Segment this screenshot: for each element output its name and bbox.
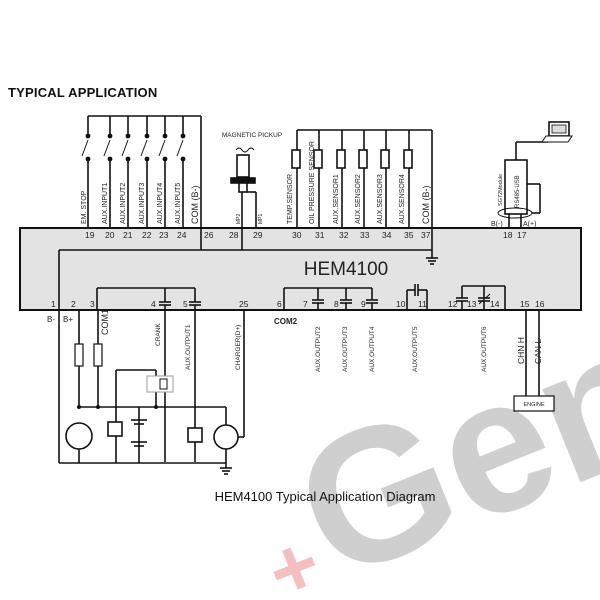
label-aux-input4: AUX.INPUT4 (157, 183, 164, 224)
module-name: HEM4100 (304, 259, 389, 280)
label-em-stop: EM. STOP (81, 190, 88, 224)
terminal-3: 3 (90, 299, 95, 309)
terminal-7: 7 (303, 299, 308, 309)
terminal-14: 14 (490, 299, 500, 309)
label-com-b-minus-2: COM (B-) (421, 186, 431, 225)
terminal-6: 6 (277, 299, 282, 309)
terminal-30: 30 (292, 230, 302, 240)
engine-label: ENGINE (523, 402, 544, 408)
terminal-8: 8 (334, 299, 339, 309)
label-aux-input2: AUX.INPUT2 (120, 183, 127, 224)
terminal-19: 19 (85, 230, 95, 240)
terminal-33: 33 (360, 230, 370, 240)
diagram-caption: HEM4100 Typical Application Diagram (214, 489, 436, 504)
laptop-icon (541, 121, 573, 143)
terminal-16: 16 (535, 299, 545, 309)
terminal-22: 22 (142, 230, 152, 240)
terminal-17: 17 (517, 230, 527, 240)
label-aux-output2: AUX.OUTPUT2 (315, 326, 322, 372)
input-switches (81, 116, 184, 228)
terminal-35: 35 (404, 230, 414, 240)
label-aux-sensor2: AUX.SENSOR2 (355, 174, 362, 224)
comm-module (497, 136, 549, 228)
label-a-plus-rs485: A(+) (523, 221, 536, 228)
terminal-34: 34 (382, 230, 392, 240)
label-b-minus: B- (47, 315, 55, 324)
terminal-1: 1 (51, 299, 56, 309)
label-aux-input1: AUX.INPUT1 (102, 183, 109, 224)
label-oil-pressure: OIL PRESSURE SENSOR (309, 141, 316, 224)
label-aux-sensor1: AUX.SENSOR1 (333, 174, 340, 224)
sg72-module-label: SG72Module (498, 174, 504, 206)
terminal-13: 13 (467, 299, 477, 309)
label-aux-output3: AUX.OUTPUT3 (342, 326, 349, 372)
terminal-26: 26 (204, 230, 214, 240)
label-aux-output6: AUX.OUTPUT6 (481, 326, 488, 372)
label-com1: COM1 (100, 309, 110, 335)
sensors (291, 130, 413, 228)
label-aux-sensor4: AUX.SENSOR4 (399, 174, 406, 224)
terminal-25: 25 (239, 299, 249, 309)
label-b-minus-rs485: B(-) (491, 221, 503, 228)
terminal-24: 24 (177, 230, 187, 240)
engine-box (513, 395, 555, 412)
label-com2: COM2 (274, 317, 298, 326)
label-aux-output1: AUX.OUTPUT1 (185, 324, 192, 370)
module-box (19, 227, 582, 311)
label-aux-output5: AUX.OUTPUT5 (412, 326, 419, 372)
terminal-31: 31 (315, 230, 325, 240)
label-mp2: MP2 (236, 214, 242, 225)
label-b-plus: B+ (63, 315, 73, 324)
terminal-10: 10 (396, 299, 406, 309)
label-aux-sensor3: AUX.SENSOR3 (377, 174, 384, 224)
magnetic-pickup-label: MAGNETIC PICKUP (222, 132, 282, 139)
label-aux-input3: AUX.INPUT3 (139, 183, 146, 224)
terminal-2: 2 (71, 299, 76, 309)
terminal-28: 28 (229, 230, 239, 240)
terminal-29: 29 (253, 230, 263, 240)
terminal-15: 15 (520, 299, 530, 309)
label-mp1: MP1 (258, 214, 264, 225)
terminal-20: 20 (105, 230, 115, 240)
label-aux-input5: AUX.INPUT5 (175, 183, 182, 224)
label-com-b-minus-1: COM (B-) (190, 186, 200, 225)
terminal-5: 5 (183, 299, 188, 309)
terminal-12: 12 (448, 299, 458, 309)
label-temp-sensor: TEMP.SENSOR (287, 174, 294, 224)
terminal-4: 4 (151, 299, 156, 309)
terminal-23: 23 (159, 230, 169, 240)
magnetic-pickup (230, 147, 257, 228)
label-crank: CRANK (155, 323, 162, 346)
label-aux-output4: AUX.OUTPUT4 (369, 326, 376, 372)
terminal-21: 21 (123, 230, 133, 240)
label-charger: CHARGER(D+) (235, 325, 242, 370)
label-can-l: CAN L (533, 339, 543, 364)
label-chn-h: CHN H (516, 337, 526, 364)
rs485-usb-label: RS485-USB (515, 175, 521, 208)
terminal-11: 11 (418, 299, 427, 309)
terminal-37: 37 (421, 230, 431, 240)
terminal-32: 32 (339, 230, 349, 240)
terminal-18: 18 (503, 230, 513, 240)
terminal-9: 9 (361, 299, 366, 309)
section-heading: TYPICAL APPLICATION (8, 85, 158, 100)
